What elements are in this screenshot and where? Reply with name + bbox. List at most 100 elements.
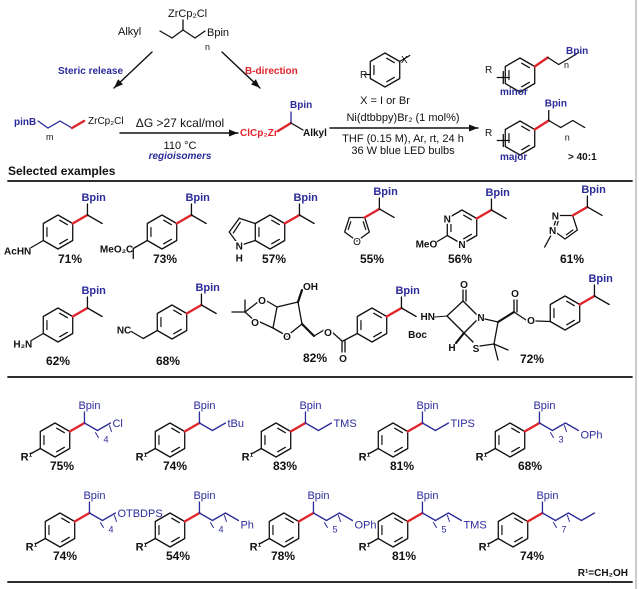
bond — [259, 537, 270, 545]
methyl-bond — [490, 209, 507, 220]
double-bond — [566, 300, 575, 307]
furan-ring — [343, 216, 371, 242]
double-bond — [271, 219, 280, 226]
bond — [244, 301, 259, 313]
oxygen-atom: O — [353, 237, 361, 248]
chain-bond — [304, 422, 320, 432]
bond — [313, 329, 325, 337]
repeat-count: 7 — [561, 525, 566, 535]
bond — [259, 321, 274, 329]
new-c-c-bond — [571, 205, 589, 217]
yield-label: 81% — [392, 549, 416, 563]
bracket — [566, 515, 570, 522]
r1-label: R¹ — [21, 452, 33, 464]
double-bond — [61, 517, 70, 524]
double-bond — [56, 427, 65, 434]
bond — [182, 29, 196, 39]
double-bond — [59, 331, 68, 338]
bond — [488, 537, 499, 545]
repeat-count: 3 — [558, 435, 563, 445]
chain-bond — [541, 512, 557, 522]
bpin-label: Bpin — [185, 192, 210, 204]
yield-label: 75% — [50, 459, 74, 473]
bond — [436, 234, 448, 243]
chain-bond — [224, 512, 240, 522]
bond — [484, 318, 499, 323]
yield-label: 82% — [303, 351, 327, 365]
bpin-label: Bpin — [290, 100, 312, 111]
yield-label: 74% — [520, 549, 544, 563]
nitrogen-atom: N — [444, 215, 451, 226]
regioisomers-label: regioisomers — [149, 151, 212, 162]
chain-bond — [551, 422, 567, 432]
bracket — [99, 522, 104, 528]
oxygen-atom: O — [339, 354, 347, 365]
r-label: R — [485, 128, 492, 139]
new-c-c-bond — [289, 421, 307, 433]
repeat-count: 4 — [103, 435, 108, 445]
benzene-ring — [494, 422, 526, 458]
chain-bond — [211, 512, 227, 522]
b-direction-label: B-direction — [245, 66, 298, 77]
double-bond — [277, 446, 286, 453]
benzene-ring — [42, 307, 74, 343]
bond — [35, 537, 46, 545]
bond — [446, 300, 464, 317]
chain-bond — [211, 422, 227, 432]
double-bond — [285, 536, 294, 543]
bond — [238, 239, 256, 247]
chain-bond — [83, 422, 99, 432]
bond — [232, 221, 241, 234]
chain-end-group: Ph — [240, 520, 253, 532]
yield-label: 78% — [271, 549, 295, 563]
new-c-c-bond — [297, 511, 315, 523]
r-label: R — [360, 70, 367, 81]
bracket — [209, 522, 214, 528]
chain-bond — [88, 512, 104, 522]
bond — [297, 301, 303, 325]
alkyl-label: Alkyl — [118, 26, 141, 38]
chain-bond — [96, 422, 112, 432]
double-bond — [271, 238, 280, 245]
light-source-label: 36 W blue LED bulbs — [351, 145, 455, 157]
benzene-ring — [254, 214, 286, 250]
methyl-bond — [200, 304, 217, 315]
halide-definition: X = I or Br — [360, 95, 410, 107]
yield-label: 83% — [273, 459, 297, 473]
new-c-c-bond — [475, 208, 493, 220]
bond — [543, 235, 552, 248]
new-c-c-bond — [68, 421, 86, 433]
double-bond — [555, 219, 560, 228]
bracket — [549, 432, 554, 438]
methyl-bond — [190, 214, 207, 225]
chain-end-group: TMS — [333, 418, 356, 430]
bond — [570, 51, 580, 59]
bpin-label: Bpin — [533, 400, 555, 412]
chain-bond — [325, 512, 341, 522]
new-c-c-bond — [73, 511, 91, 523]
bond — [560, 119, 574, 129]
benzene-ring — [549, 295, 581, 331]
chain-end-group: OPh — [354, 520, 376, 532]
chain-end-group: Cl — [112, 418, 122, 430]
delta-g-label: ΔG >27 kcal/mol — [136, 116, 224, 130]
minor-label: minor — [500, 87, 528, 98]
nitrogen-atom: N — [552, 211, 559, 222]
bond — [37, 120, 49, 129]
bond — [132, 239, 148, 250]
bond — [548, 119, 562, 129]
bpin-label: Bpin — [81, 192, 106, 204]
bond — [533, 56, 549, 68]
bracket — [563, 425, 567, 432]
chain-bond — [567, 512, 583, 522]
hydroxyl-label: OH — [303, 282, 318, 293]
double-bond — [171, 517, 180, 524]
bond — [159, 30, 173, 39]
nh-label: HN — [421, 312, 435, 323]
double-bond — [521, 144, 530, 151]
bpin-label: Bpin — [566, 46, 588, 57]
new-c-c-bond — [71, 213, 89, 225]
benzene-ring — [146, 214, 178, 250]
bond — [272, 306, 278, 329]
double-bond — [386, 76, 395, 83]
